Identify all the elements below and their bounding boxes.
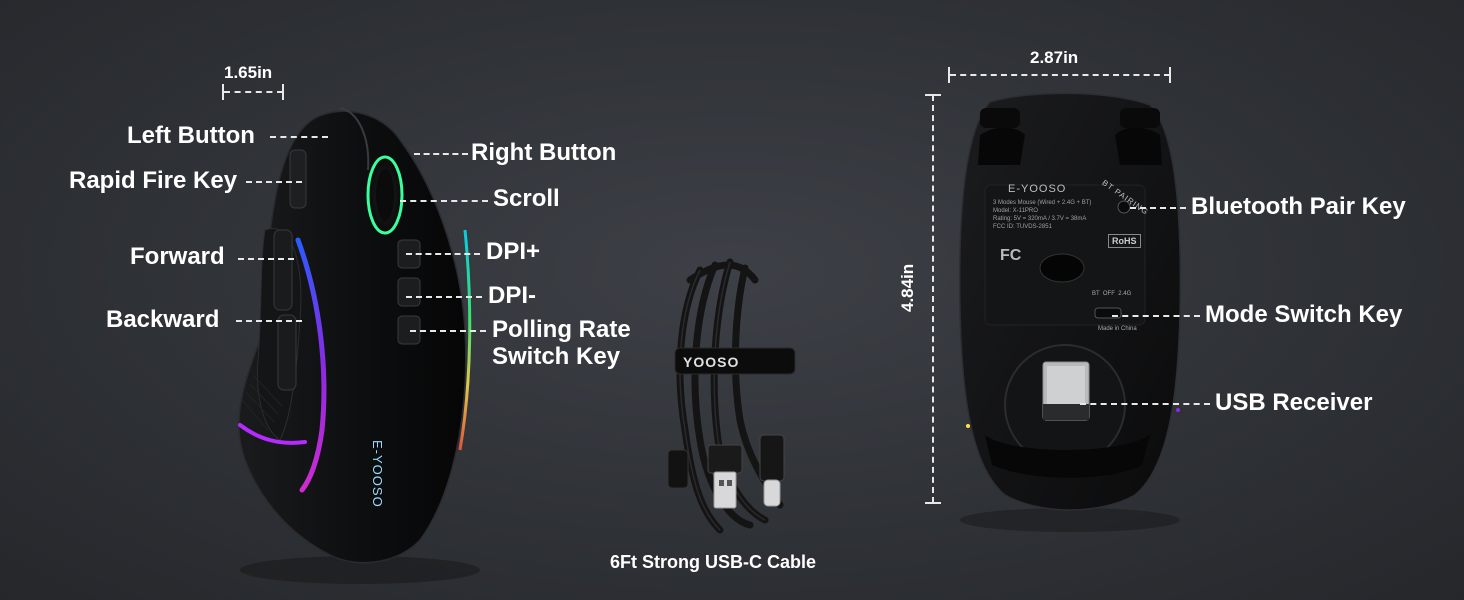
right-mouse-bottom-illustration bbox=[958, 92, 1182, 532]
bottom-label-spec-4: FCC ID: TUVDS-2851 bbox=[993, 224, 1052, 230]
right-button-leader bbox=[414, 153, 468, 155]
left-mouse-width-tick-left bbox=[222, 84, 224, 100]
right-mouse-width-line bbox=[950, 74, 1170, 76]
dpi-plus-label: DPI+ bbox=[486, 238, 541, 265]
fc-mark: FC bbox=[1000, 247, 1022, 264]
bluetooth-pair-key-label: Bluetooth Pair Key bbox=[1191, 193, 1406, 220]
backward-leader bbox=[236, 320, 302, 322]
left-mouse-width-tick-right bbox=[282, 84, 284, 100]
left-mouse-width-dimension: 1.65in bbox=[224, 63, 273, 82]
cable-strap-text: YOOSO bbox=[683, 354, 740, 370]
dpi-plus-leader bbox=[406, 253, 480, 255]
polling-rate-label-line2: Switch Key bbox=[492, 343, 621, 370]
usb-receiver-label: USB Receiver bbox=[1215, 389, 1373, 416]
left-mouse-width-line bbox=[224, 91, 283, 93]
right-mouse-width-tick-right bbox=[1169, 67, 1171, 83]
left-button-label: Left Button bbox=[127, 122, 255, 149]
made-in-label: Made in China bbox=[1098, 326, 1137, 332]
rapid-fire-key-label: Rapid Fire Key bbox=[69, 167, 238, 194]
forward-leader bbox=[238, 258, 294, 260]
left-mouse-illustration bbox=[238, 107, 480, 584]
polling-rate-label-line1: Polling Rate bbox=[492, 316, 631, 343]
left-mouse-brand-text: E-YOOSO bbox=[370, 440, 385, 508]
bottom-label-spec-2: Model: X-11PRO bbox=[993, 208, 1038, 214]
scroll-label: Scroll bbox=[493, 185, 560, 212]
right-button-label: Right Button bbox=[471, 139, 617, 166]
polling-rate-leader bbox=[410, 330, 486, 332]
left-button-leader bbox=[270, 136, 328, 138]
cable-caption: 6Ft Strong USB-C Cable bbox=[610, 552, 817, 572]
right-mouse-height-dimension: 4.84in bbox=[898, 263, 917, 312]
mode-switch-key-label: Mode Switch Key bbox=[1205, 301, 1403, 328]
backward-label: Backward bbox=[106, 306, 220, 333]
rohs-badge: RoHS bbox=[1108, 234, 1141, 248]
bottom-label-spec-3: Rating: 5V = 320mA / 3.7V = 38mA bbox=[993, 216, 1087, 222]
right-mouse-width-tick-left bbox=[948, 67, 950, 83]
right-mouse-height-line bbox=[932, 95, 934, 503]
dpi-minus-label: DPI- bbox=[488, 282, 536, 309]
right-mouse-height-tick-top bbox=[925, 94, 941, 96]
forward-label: Forward bbox=[130, 243, 225, 270]
usb-receiver-leader bbox=[1080, 403, 1210, 405]
mode-switch-key-leader bbox=[1112, 315, 1200, 317]
scroll-leader bbox=[400, 200, 488, 202]
right-mouse-width-dimension: 2.87in bbox=[1030, 48, 1079, 67]
bottom-label-spec-1: 3 Modes Mouse (Wired + 2.4G + BT) bbox=[993, 200, 1092, 206]
right-mouse-height-tick-bottom bbox=[925, 502, 941, 504]
mode-switch-labels: BT OFF 2.4G bbox=[1092, 291, 1132, 297]
usb-c-cable-illustration bbox=[667, 258, 796, 534]
bottom-label-brand: E-YOOSO bbox=[1008, 183, 1067, 195]
rapid-fire-key-leader bbox=[246, 181, 302, 183]
bluetooth-pair-key-leader bbox=[1130, 207, 1186, 209]
dpi-minus-leader bbox=[406, 296, 482, 298]
